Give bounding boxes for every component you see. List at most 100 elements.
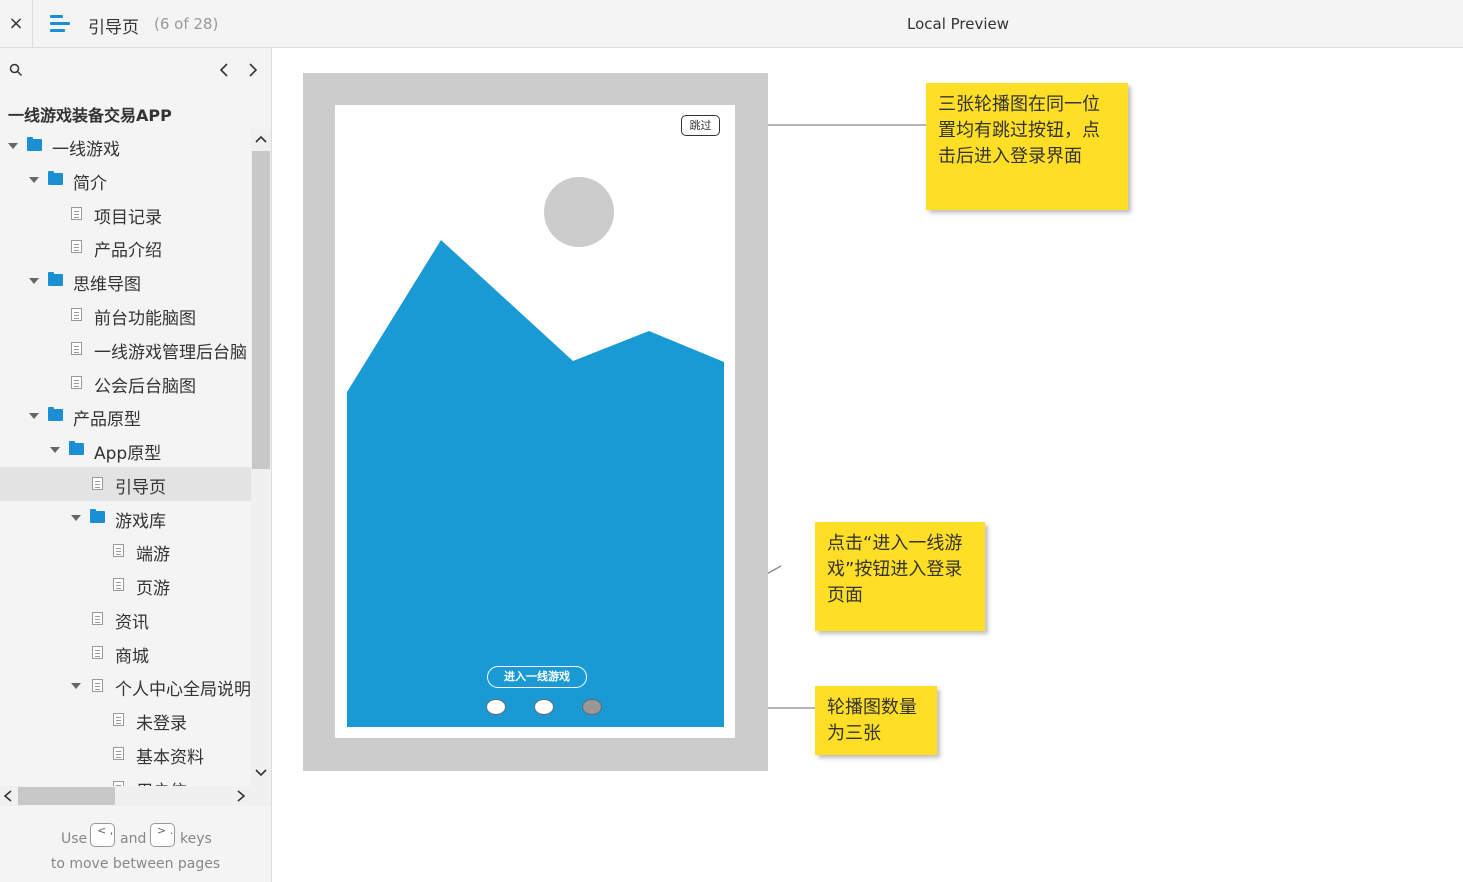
tree-item-label: 个人中心全局说明 [115,680,251,700]
vertical-scrollbar[interactable] [251,129,271,789]
horizontal-scroll-thumb[interactable] [18,787,115,805]
tree-item-label: 公会后台脑图 [94,377,196,397]
expand-arrow-icon[interactable] [29,278,39,284]
tree-item-page-selected[interactable]: 引导页 [0,467,251,501]
horizontal-scrollbar[interactable] [0,786,271,806]
expand-arrow-icon[interactable] [29,413,39,419]
page-icon [113,713,124,726]
scroll-down-icon[interactable] [255,769,267,777]
page-icon [71,308,82,321]
tree-item-page[interactable]: 前台功能脑图 [0,298,251,332]
close-button[interactable]: × [0,0,33,47]
tree-item-page[interactable]: 项目记录 [0,197,251,231]
carousel-image-placeholder [347,177,724,727]
note-dots: 轮播图数量为三张 [815,686,937,755]
preview-title: Local Preview [907,15,1010,33]
sun-shape [544,177,614,247]
tree-item-folder[interactable]: 产品原型 [0,399,251,433]
expand-arrow-icon[interactable] [8,143,18,149]
tree-item-folder[interactable]: App原型 [0,433,251,467]
page-icon [71,342,82,355]
page-icon [113,747,124,760]
tree-item-page[interactable]: 用户信 [0,771,251,789]
hint-use: Use [61,831,88,847]
folder-icon [48,407,63,421]
tree-item-label: 产品原型 [73,410,141,430]
scroll-right-icon[interactable] [236,790,246,802]
page-icon [92,679,103,692]
expand-arrow-icon[interactable] [29,177,39,183]
tree-item-page[interactable]: 资讯 [0,602,251,636]
tree-item-page[interactable]: 公会后台脑图 [0,366,251,400]
keyboard-hint-row: Use < , and > . keys [61,823,261,851]
tree-item-page[interactable]: 产品介绍 [0,230,251,264]
tree-item-page[interactable]: 未登录 [0,703,251,737]
page-icon [92,477,103,490]
preview-canvas: 跳过 进入一线游戏 三张轮播图在同一位置均有跳过按钮，点击后进入登录界面 点击“… [272,48,1463,882]
project-title: 一线游戏装备交易APP [8,106,172,125]
tree-item-page[interactable]: 商城 [0,636,251,670]
hamburger-menu-icon[interactable] [50,15,70,33]
tree-item-label: 思维导图 [73,275,141,295]
scroll-left-icon[interactable] [3,790,13,802]
search-icon[interactable] [9,63,23,77]
tree-item-label: 资讯 [115,613,149,633]
skip-button[interactable]: 跳过 [681,115,720,136]
tree-item-label: 项目记录 [94,208,162,228]
vertical-scroll-thumb[interactable] [252,151,270,469]
tree-item-label: 基本资料 [136,748,204,768]
tree-item-page[interactable]: 个人中心全局说明 [0,669,251,703]
carousel-dot-1[interactable] [486,699,506,715]
mountain-shape [347,240,724,727]
tree-item-label: 页游 [136,579,170,599]
hint-keys: keys [180,831,212,847]
previous-page-icon[interactable] [216,60,232,80]
tree-item-folder[interactable]: 游戏库 [0,501,251,535]
page-icon [92,646,103,659]
enter-game-button[interactable]: 进入一线游戏 [487,666,587,688]
page-icon [113,544,124,557]
page-title: 引导页 [88,18,139,38]
next-key-icon: > . [150,823,175,847]
tree-item-folder[interactable]: 思维导图 [0,264,251,298]
page-icon [71,240,82,253]
page-icon [113,578,124,591]
next-page-icon[interactable] [245,60,261,80]
tree-item-label: 前台功能脑图 [94,309,196,329]
tree-item-label: 一线游戏管理后台脑 [94,343,247,363]
folder-icon [27,137,42,151]
page-icon [71,207,82,220]
tree-item-page[interactable]: 端游 [0,534,251,568]
tree-item-folder[interactable]: 一线游戏 [0,129,251,163]
expand-arrow-icon[interactable] [71,515,81,521]
folder-icon [90,509,105,523]
scroll-up-icon[interactable] [255,135,267,143]
prev-key-icon: < , [90,823,115,847]
tree-item-label: 游戏库 [115,512,166,532]
tree-item-label: 未登录 [136,714,187,734]
tree-item-label: 端游 [136,545,170,565]
expand-arrow-icon[interactable] [50,447,60,453]
page-tree: 一线游戏 简介 项目记录 产品介绍 思维导图 前台功能脑图 [0,129,251,789]
tree-item-label: 引导页 [115,478,166,498]
note-enter: 点击“进入一线游戏”按钮进入登录页面 [815,522,985,631]
page-icon [113,781,124,789]
folder-icon [48,171,63,185]
note-skip: 三张轮播图在同一位置均有跳过按钮，点击后进入登录界面 [926,83,1128,210]
tree-item-label: 简介 [73,174,107,194]
page-icon [92,612,103,625]
tree-item-label: 产品介绍 [94,241,162,261]
top-bar: × 引导页 (6 of 28) Local Preview [0,0,1463,48]
tree-item-page[interactable]: 页游 [0,568,251,602]
expand-arrow-icon[interactable] [71,683,81,689]
tree-item-folder[interactable]: 简介 [0,163,251,197]
carousel-dot-2[interactable] [534,699,554,715]
carousel-dot-3[interactable] [582,699,602,715]
tree-item-page[interactable]: 一线游戏管理后台脑 [0,332,251,366]
tree-item-label: 用户信 [136,777,187,789]
tree-item-label: 商城 [115,647,149,667]
tree-item-page[interactable]: 基本资料 [0,737,251,771]
sidebar: 一线游戏装备交易APP 一线游戏 简介 项目记录 产品介绍 思维导图 [0,48,272,882]
page-icon [71,376,82,389]
tree-item-label: 一线游戏 [52,140,120,160]
